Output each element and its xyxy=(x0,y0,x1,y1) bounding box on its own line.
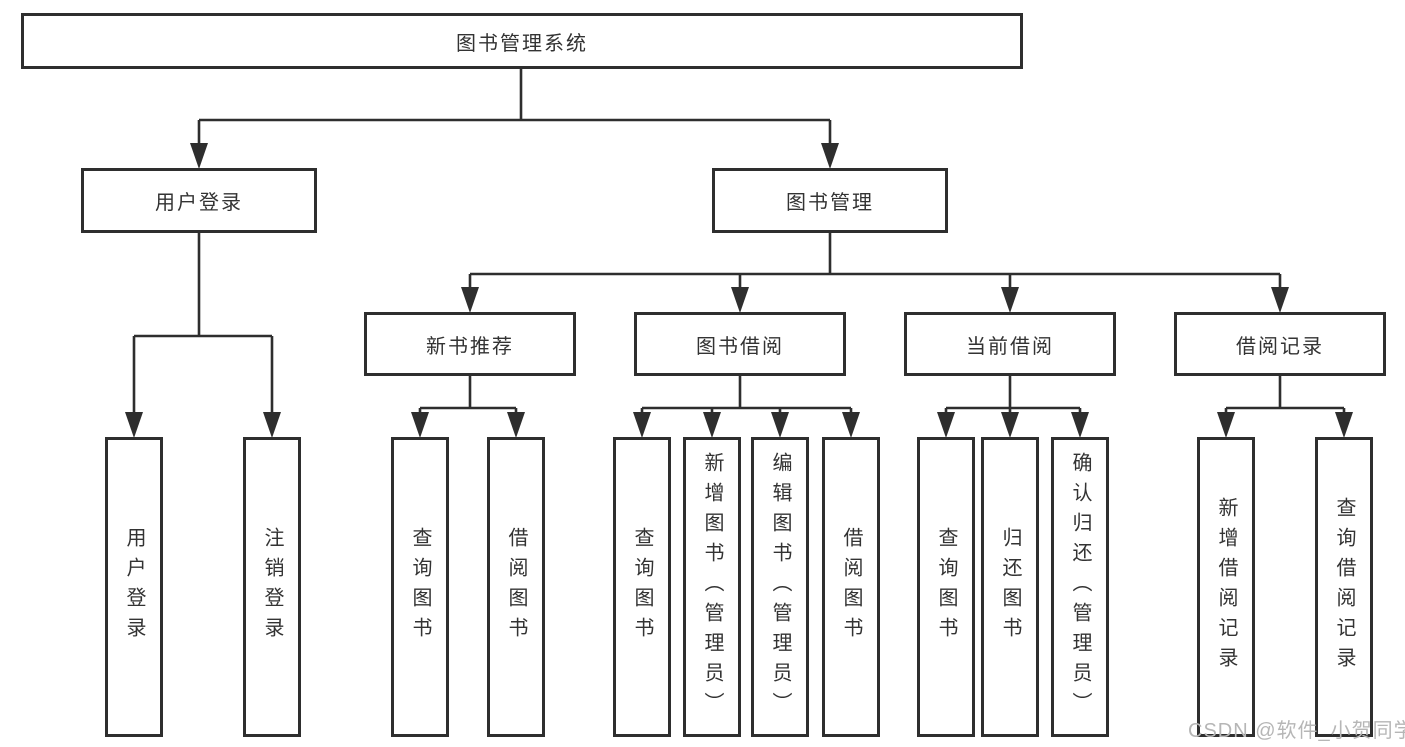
leaf-logout: 注销登录 xyxy=(243,437,301,737)
leaf-borrow-query-books-label: 查询图书 xyxy=(631,527,653,647)
node-book-management: 图书管理 xyxy=(712,168,948,233)
leaf-user-login-label: 用户登录 xyxy=(123,527,145,647)
leaf-borrow-borrow-books-label: 借阅图书 xyxy=(840,527,862,647)
leaf-records-add-record-label: 新增借阅记录 xyxy=(1215,497,1237,677)
leaf-recommend-borrow-books: 借阅图书 xyxy=(487,437,545,737)
leaf-borrow-borrow-books: 借阅图书 xyxy=(822,437,880,737)
leaf-current-return-books: 归还图书 xyxy=(981,437,1039,737)
leaf-borrow-add-books-admin-label: 新增图书（管理员） xyxy=(701,452,723,722)
leaf-current-confirm-return-admin-label: 确认归还（管理员） xyxy=(1069,452,1091,722)
leaf-records-query-record: 查询借阅记录 xyxy=(1315,437,1373,737)
leaf-borrow-edit-books-admin-label: 编辑图书（管理员） xyxy=(769,452,791,722)
leaf-recommend-borrow-books-label: 借阅图书 xyxy=(505,527,527,647)
csdn-watermark: CSDN @软件_小贺同学 xyxy=(1188,720,1405,742)
node-borrow-records: 借阅记录 xyxy=(1174,312,1386,376)
node-new-book-recommend: 新书推荐 xyxy=(364,312,576,376)
leaf-current-confirm-return-admin: 确认归还（管理员） xyxy=(1051,437,1109,737)
leaf-recommend-query-books-label: 查询图书 xyxy=(409,527,431,647)
node-root-system: 图书管理系统 xyxy=(21,13,1023,69)
leaf-recommend-query-books: 查询图书 xyxy=(391,437,449,737)
leaf-current-return-books-label: 归还图书 xyxy=(999,527,1021,647)
leaf-current-query-books-label: 查询图书 xyxy=(935,527,957,647)
leaf-records-query-record-label: 查询借阅记录 xyxy=(1333,497,1355,677)
leaf-borrow-add-books-admin: 新增图书（管理员） xyxy=(683,437,741,737)
node-current-borrow: 当前借阅 xyxy=(904,312,1116,376)
leaf-user-login: 用户登录 xyxy=(105,437,163,737)
node-book-borrow: 图书借阅 xyxy=(634,312,846,376)
leaf-current-query-books: 查询图书 xyxy=(917,437,975,737)
leaf-borrow-edit-books-admin: 编辑图书（管理员） xyxy=(751,437,809,737)
node-user-login: 用户登录 xyxy=(81,168,317,233)
leaf-borrow-query-books: 查询图书 xyxy=(613,437,671,737)
leaf-records-add-record: 新增借阅记录 xyxy=(1197,437,1255,737)
leaf-logout-label: 注销登录 xyxy=(261,527,283,647)
